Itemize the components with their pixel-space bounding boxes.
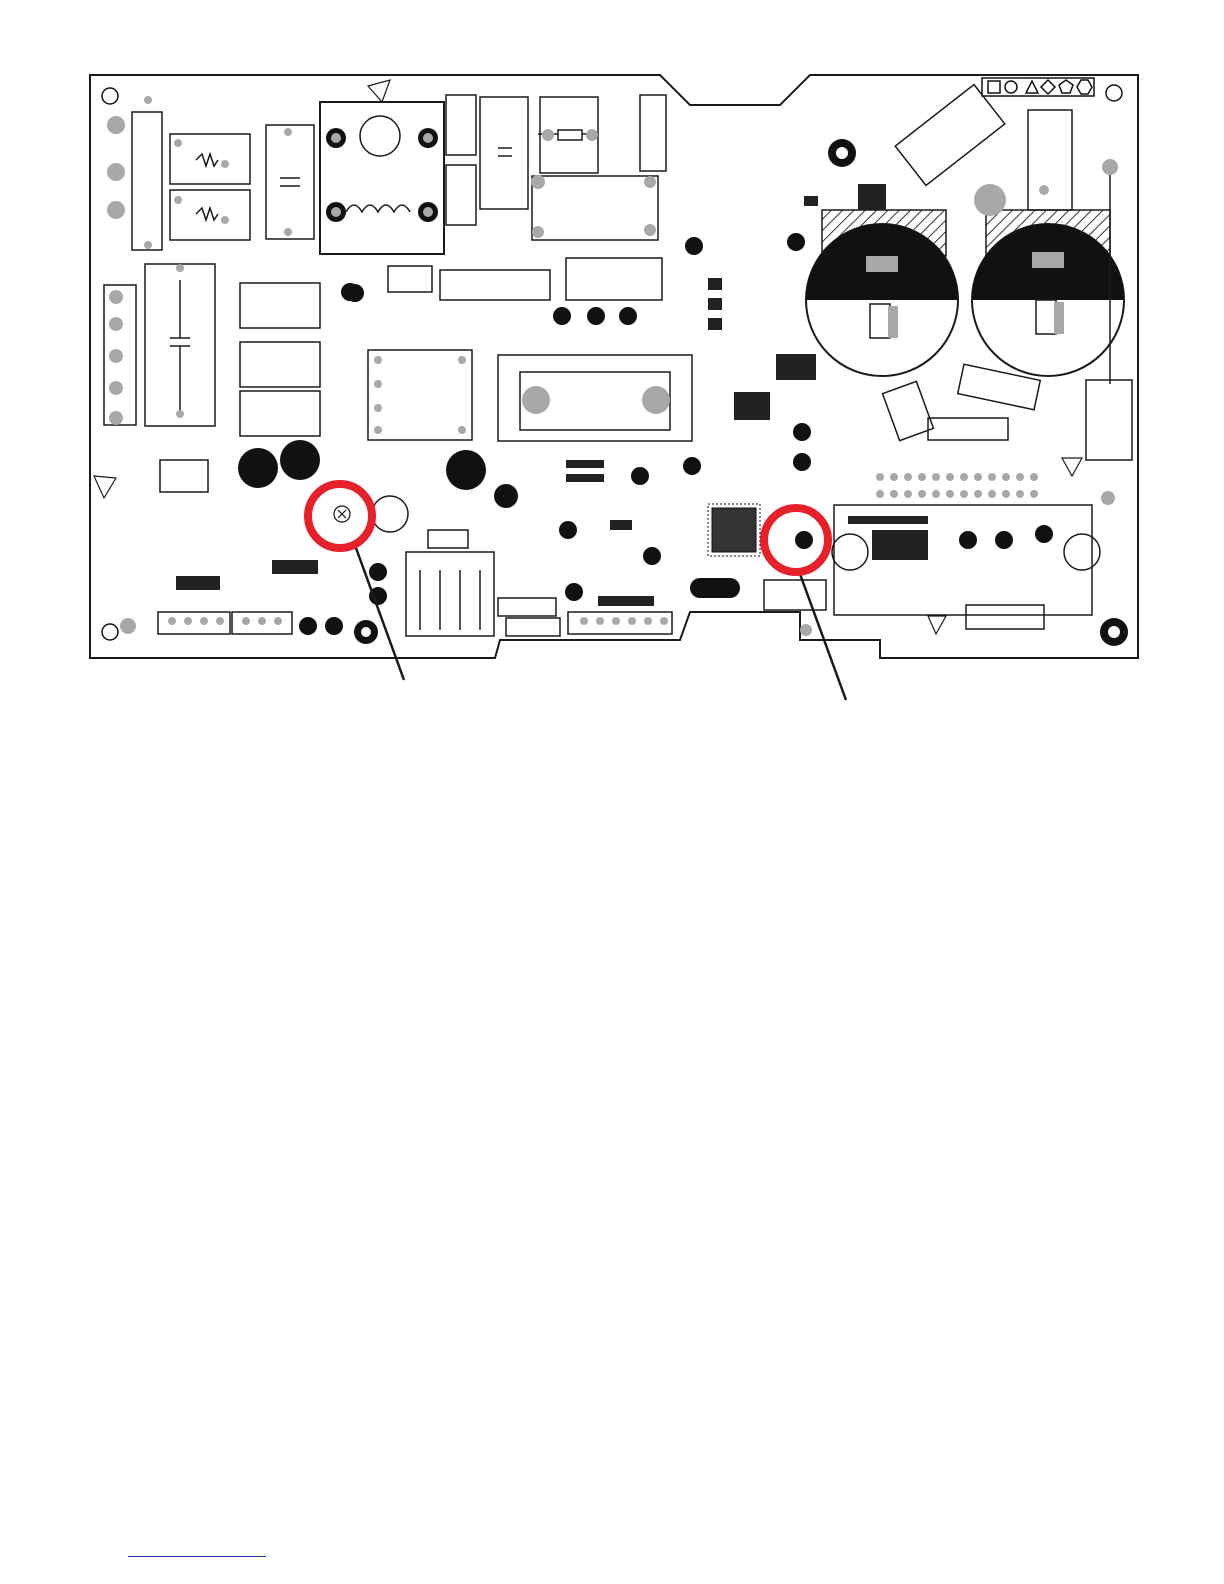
microcontroller: [690, 504, 760, 598]
mounting-holes: [102, 85, 1122, 640]
callout-right-leader: [800, 574, 846, 700]
circle-shape-icon: [1005, 81, 1017, 93]
warning-icon: [928, 616, 946, 634]
warning-icon: [1062, 458, 1082, 476]
board-outline: [90, 75, 1138, 658]
warning-icon: [368, 80, 390, 102]
bulk-capacitors: [806, 210, 1124, 376]
square-shape-icon: [988, 81, 1000, 93]
inductor-block: [320, 102, 444, 254]
pentagon-shape-icon: [1059, 80, 1073, 93]
warning-icon: [94, 476, 116, 498]
shape-legend: [982, 78, 1094, 96]
smd-components: [176, 184, 928, 606]
left-components: [104, 112, 320, 634]
pcb-diagram: [0, 0, 1224, 720]
footer-link[interactable]: [128, 1556, 266, 1557]
triangle-shape-icon: [1026, 81, 1038, 93]
diamond-shape-icon: [1041, 80, 1055, 94]
hexagon-shape-icon: [1077, 80, 1092, 94]
